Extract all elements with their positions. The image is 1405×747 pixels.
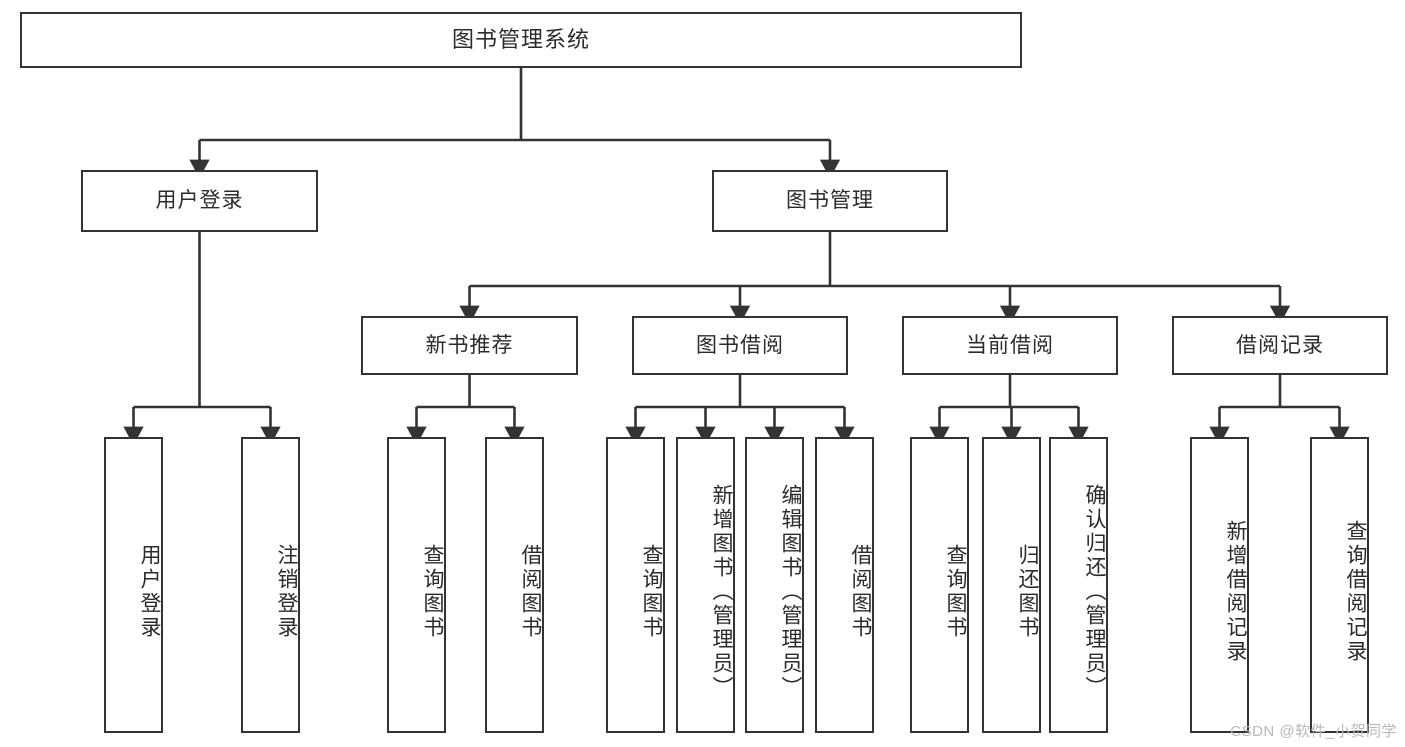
node-borrow-record[interactable]: 借阅记录 — [1172, 316, 1388, 375]
node-leaf-return-book[interactable]: 归还图书 — [982, 437, 1041, 733]
node-current-borrow[interactable]: 当前借阅 — [902, 316, 1118, 375]
node-leaf-add-book[interactable]: 新增图书（管理员） — [676, 437, 735, 733]
node-new-book-rec[interactable]: 新书推荐 — [361, 316, 578, 375]
node-book-manage[interactable]: 图书管理 — [712, 170, 948, 232]
node-label: 当前借阅 — [966, 333, 1054, 357]
node-label: 用户登录 — [155, 189, 244, 213]
node-book-borrow[interactable]: 图书借阅 — [632, 316, 848, 375]
node-label: 查询借阅记录 — [1344, 520, 1367, 664]
node-user-login[interactable]: 用户登录 — [81, 170, 318, 232]
node-label: 图书管理系统 — [451, 26, 590, 52]
node-label: 借阅记录 — [1236, 333, 1324, 357]
node-label: 归还图书 — [1016, 544, 1039, 640]
node-label: 编辑图书（管理员） — [779, 484, 802, 700]
node-label: 确认归还（管理员） — [1083, 484, 1106, 700]
node-root-system[interactable]: 图书管理系统 — [20, 12, 1022, 68]
node-label: 新增图书（管理员） — [710, 484, 733, 700]
node-leaf-edit-book[interactable]: 编辑图书（管理员） — [745, 437, 804, 733]
node-leaf-user-login[interactable]: 用户登录 — [104, 437, 163, 733]
node-label: 查询图书 — [944, 544, 967, 640]
node-label: 借阅图书 — [849, 544, 872, 640]
node-label: 用户登录 — [138, 544, 161, 640]
node-label: 图书借阅 — [696, 333, 784, 357]
node-label: 查询图书 — [421, 544, 444, 640]
node-label: 借阅图书 — [519, 544, 542, 640]
node-label: 图书管理 — [786, 189, 874, 213]
node-label: 新书推荐 — [425, 333, 514, 357]
node-leaf-borrow-book-1[interactable]: 借阅图书 — [485, 437, 544, 733]
node-label: 新增借阅记录 — [1224, 520, 1247, 664]
node-leaf-query-book-2[interactable]: 查询图书 — [606, 437, 665, 733]
node-leaf-confirm-return[interactable]: 确认归还（管理员） — [1049, 437, 1108, 733]
node-leaf-logout[interactable]: 注销登录 — [241, 437, 300, 733]
node-leaf-query-record[interactable]: 查询借阅记录 — [1310, 437, 1369, 733]
node-leaf-add-record[interactable]: 新增借阅记录 — [1190, 437, 1249, 733]
node-leaf-borrow-book-2[interactable]: 借阅图书 — [815, 437, 874, 733]
node-leaf-query-book-1[interactable]: 查询图书 — [387, 437, 446, 733]
node-label: 注销登录 — [275, 544, 298, 640]
node-leaf-query-book-3[interactable]: 查询图书 — [910, 437, 969, 733]
csdn-watermark: CSDN @软件_小贺同学 — [1230, 723, 1397, 740]
node-label: 查询图书 — [640, 544, 663, 640]
